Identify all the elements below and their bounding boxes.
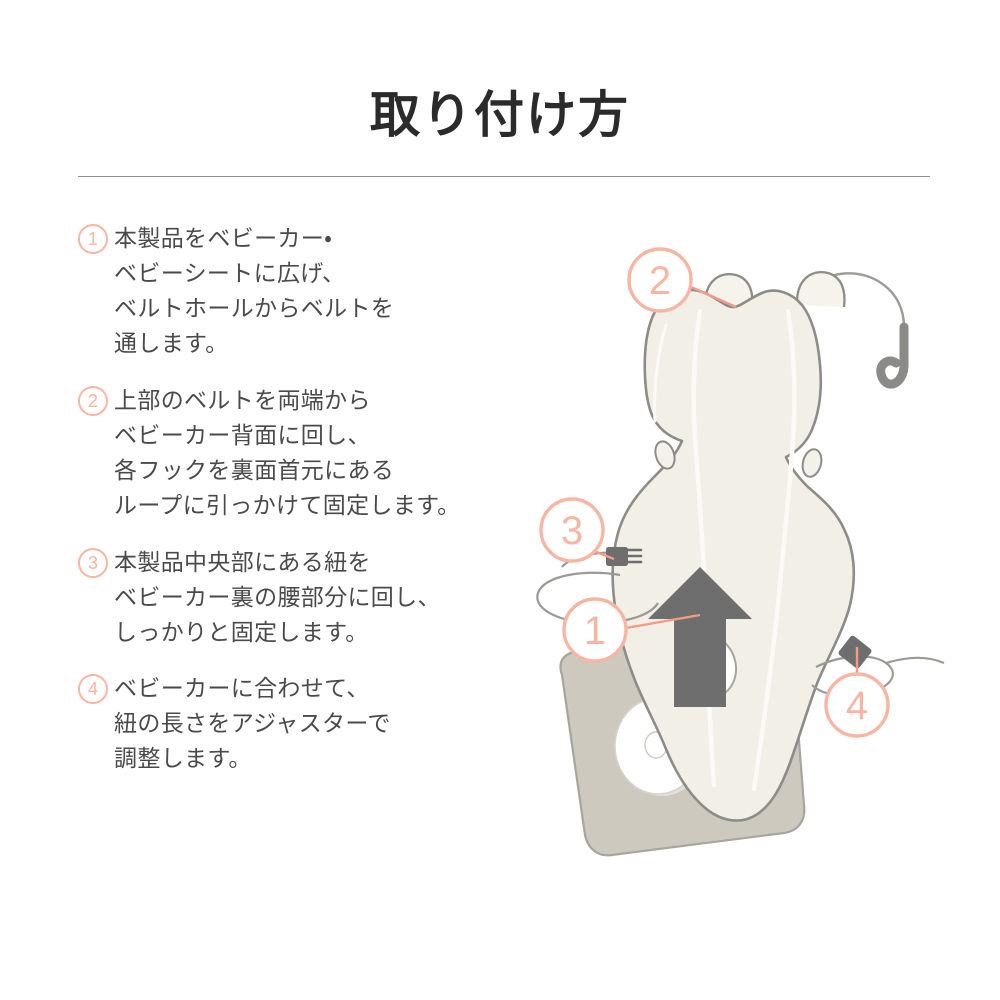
- step-number-badge: 3: [78, 547, 108, 578]
- callout-2[interactable]: 2: [627, 247, 693, 313]
- top-loop-right: [795, 271, 846, 308]
- title-divider: [78, 176, 930, 177]
- side-loop-right: [801, 448, 823, 478]
- callout-label: 4: [846, 684, 868, 728]
- step-number-badge: 4: [78, 674, 108, 705]
- step-text: ベビーカーに合わせて、 紐の長さをアジャスターで 調整します。: [114, 676, 391, 773]
- callout-leader-2: [690, 285, 737, 309]
- list-item: 3 本製品中央部にある紐を ベビーカー裏の腰部分に回し、 しっかりと固定します。: [78, 546, 548, 651]
- step-number-badge: 2: [78, 385, 108, 416]
- list-item: 1 本製品をベビーカー・ ベビーシートに広げ、 ベルトホールからベルトを 通しま…: [78, 222, 548, 362]
- callout-leader-1: [625, 613, 701, 630]
- page-title: 取り付け方: [370, 87, 630, 143]
- callout-label: 1: [584, 609, 606, 653]
- callout-3[interactable]: 3: [539, 497, 605, 563]
- step-text: 本製品をベビーカー・ ベビーシートに広げ、 ベルトホールからベルトを 通します。: [114, 226, 395, 357]
- list-item: 2 上部のベルトを両端から ベビーカー背面に回し、 各フックを裏面首元にある ル…: [78, 384, 548, 524]
- up-arrow-icon: [648, 567, 752, 707]
- callout-label: 2: [649, 259, 671, 303]
- steps-list: 1 本製品をベビーカー・ ベビーシートに広げ、 ベルトホールからベルトを 通しま…: [78, 222, 548, 799]
- step-text: 本製品中央部にある紐を ベビーカー裏の腰部分に回し、 しっかりと固定します。: [114, 549, 441, 646]
- product-illustration: 2 3 1 4: [500, 215, 1000, 915]
- callout-label: 3: [561, 509, 583, 553]
- side-loop-left: [654, 440, 676, 470]
- list-item: 4 ベビーカーに合わせて、 紐の長さをアジャスターで 調整します。: [78, 672, 548, 777]
- callout-4[interactable]: 4: [824, 672, 890, 738]
- callout-leader-3: [593, 549, 615, 561]
- callout-1[interactable]: 1: [562, 597, 628, 663]
- step-number-badge: 1: [78, 224, 108, 254]
- step-text: 上部のベルトを両端から ベビーカー背面に回し、 各フックを裏面首元にある ループ…: [114, 387, 461, 519]
